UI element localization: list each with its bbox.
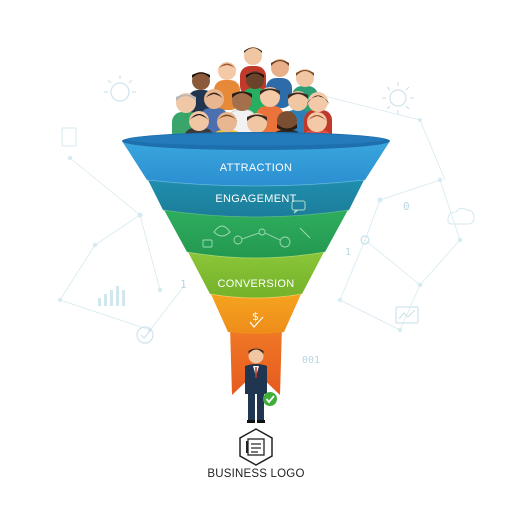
binary-text-3: 001 [302,355,320,366]
funnel: $ ATTRACTION ENGAGEMENT CONVERSION [122,132,390,395]
customer-figure [245,348,267,423]
funnel-stage-engagement [147,178,365,217]
stage-label-attraction: ATTRACTION [220,162,292,174]
background-nodes [58,118,463,332]
checkmark-badge-icon [263,392,277,406]
binary-text-2: 1 [180,278,187,291]
funnel-stage-conversion [187,250,325,298]
stage-label-conversion: CONVERSION [218,278,295,290]
svg-text:$: $ [252,310,259,323]
funnel-stage-interest [163,208,349,258]
network-sketch-icon [202,225,311,248]
logo-caption: BUSINESS LOGO [207,468,305,480]
funnel-stage-purchase [210,292,302,334]
stage-label-engagement: ENGAGEMENT [215,193,296,205]
cloud-icon [447,207,475,225]
line-chart-icon [395,306,419,324]
document-hexagon-icon [239,428,273,466]
lightbulb-icon [104,75,136,102]
bar-chart-icon [98,286,125,306]
sun-icon [382,82,414,114]
funnel-stage-attraction [122,141,390,186]
dollar-check-icon: $ [249,310,264,328]
chat-bubble-icon [291,200,306,214]
document-icon-bg [61,127,77,147]
binary-text-1: 0 [403,200,410,213]
check-circle-icon [136,326,154,344]
binary-text-4: 1 [345,247,351,258]
